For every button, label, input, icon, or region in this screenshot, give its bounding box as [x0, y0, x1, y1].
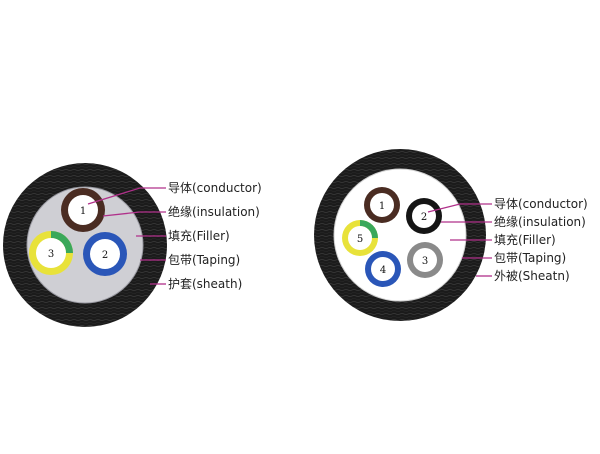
leader-insulation: [102, 211, 166, 217]
core-number: 4: [380, 265, 386, 276]
green-stripe: [51, 231, 73, 253]
leader-lines-left: [87, 187, 166, 285]
leader-conductor: [87, 187, 166, 205]
core-1-left: 1: [61, 188, 105, 232]
label-insulation-left: 绝缘(insulation): [168, 205, 260, 219]
core-4-right: 4: [365, 251, 401, 287]
label-taping-right: 包带(Taping): [494, 251, 567, 265]
green-stripe: [360, 220, 378, 238]
core-number: 3: [48, 249, 54, 260]
core-3-right: 3: [407, 242, 443, 278]
label-insulation-right: 绝缘(insulation): [494, 215, 586, 229]
label-sheath-left: 护套(sheath): [168, 277, 243, 291]
label-filler-right: 填充(Filler): [494, 233, 556, 247]
conductor: [68, 195, 98, 225]
conductor: [36, 238, 66, 268]
conductor: [412, 204, 436, 228]
label-conductor-left: 导体(conductor): [168, 181, 262, 195]
core-number: 1: [80, 206, 86, 217]
conductor: [370, 193, 394, 217]
cable-left: 1 2 3: [3, 163, 167, 327]
core-number: 1: [379, 201, 385, 212]
core-2-left: 2: [83, 232, 127, 276]
taping-right: [333, 168, 467, 302]
core-3-left: 3: [29, 231, 73, 275]
conductor: [348, 226, 372, 250]
conductor: [371, 257, 395, 281]
conductor: [413, 248, 437, 272]
core-number: 2: [421, 212, 427, 223]
core-2-right: 2: [406, 198, 442, 234]
core-number: 2: [102, 250, 108, 261]
core-number: 5: [357, 234, 363, 245]
leader-lines-right: [427, 203, 492, 277]
label-taping-left: 包带(Taping): [168, 253, 241, 267]
label-sheath-right: 外被(Sheatn): [494, 269, 570, 283]
cable-right: 1 2 3 4: [314, 149, 492, 321]
core-5-right: 5: [342, 220, 378, 256]
core-number: 3: [422, 256, 428, 267]
leader-conductor: [427, 203, 492, 213]
label-filler-left: 填充(Filler): [168, 229, 230, 243]
label-conductor-right: 导体(conductor): [494, 197, 588, 211]
core-1-right: 1: [364, 187, 400, 223]
taping-left: [26, 186, 144, 304]
conductor: [90, 239, 120, 269]
